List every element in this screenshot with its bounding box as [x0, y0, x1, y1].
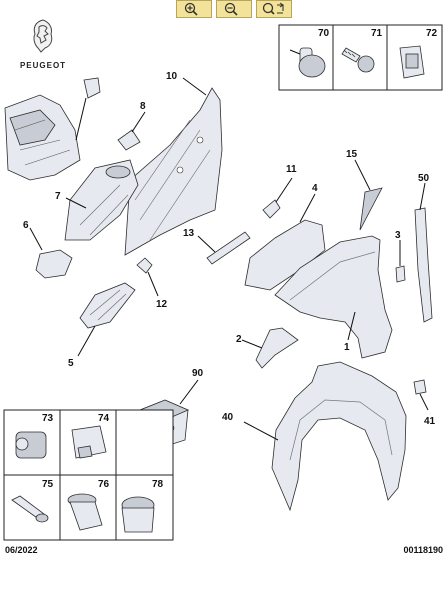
callout-41: 41: [424, 416, 436, 427]
label-71: 71: [371, 28, 383, 39]
part-73-clip: [15, 431, 47, 459]
part-40-wheel-liner: 40: [222, 361, 407, 512]
part-74-clip: [71, 425, 107, 459]
callout-12: 12: [156, 299, 168, 310]
part-6-bracket: 6: [23, 220, 73, 279]
callout-10: 10: [166, 71, 178, 82]
zoom-toolbar: [176, 0, 304, 18]
lion-emblem-icon: [33, 19, 53, 53]
label-72: 72: [426, 28, 438, 39]
label-76: 76: [98, 479, 110, 490]
part-15-trim: 15: [346, 149, 383, 231]
callout-13: 13: [183, 228, 195, 239]
footer-date: 06/2022: [5, 545, 38, 555]
brand-name: PEUGEOT: [19, 61, 67, 70]
zoom-out-button[interactable]: [216, 0, 252, 18]
callout-6: 6: [23, 220, 29, 231]
part-5-reinforcement: 5: [68, 282, 136, 369]
part-70-screw: [289, 47, 326, 78]
part-2-support: 2: [236, 327, 299, 369]
zoom-fit-button[interactable]: [256, 0, 292, 18]
callout-15: 15: [346, 149, 358, 160]
part-11-clip: 11: [262, 164, 297, 219]
callout-5: 5: [68, 358, 74, 369]
brand-logo: PEUGEOT: [10, 18, 76, 70]
callout-4: 4: [312, 183, 318, 194]
part-body-structure: [4, 94, 81, 181]
label-74: 74: [98, 413, 110, 424]
part-7-tower: 7: [55, 159, 139, 241]
label-70: 70: [318, 28, 330, 39]
part-10-inner-panel: 10: [124, 71, 223, 256]
zoom-out-icon: [224, 2, 238, 16]
label-78: 78: [152, 479, 164, 490]
part-41-clip: 41: [413, 379, 436, 427]
fastener-box-top: 70 71 72: [278, 24, 443, 91]
callout-11: 11: [286, 164, 297, 175]
part-50-strip: 50: [414, 173, 433, 323]
callout-50: 50: [418, 173, 430, 184]
callout-7: 7: [55, 191, 61, 202]
zoom-fit-icon: [262, 2, 284, 15]
callout-1: 1: [344, 342, 350, 353]
part-1-fender: 1: [274, 235, 393, 359]
part-76-plug: [67, 493, 103, 531]
part-4-liner: 4: [244, 183, 326, 291]
callout-40: 40: [222, 412, 234, 423]
part-71-screw: [341, 47, 375, 73]
part-12-clip: 12: [136, 257, 168, 310]
zoom-in-icon: [184, 2, 198, 16]
part-75-rivet: [11, 495, 49, 523]
label-73: 73: [42, 413, 54, 424]
part-78-grommet: [121, 496, 155, 533]
zoom-in-button[interactable]: [176, 0, 212, 18]
callout-90: 90: [192, 368, 204, 379]
part-small-bracket-top: [75, 77, 101, 141]
callout-3: 3: [395, 230, 401, 241]
part-8-mount: 8: [117, 101, 146, 151]
part-13-rail: 13: [183, 228, 251, 265]
footer-reference: 00118190: [403, 545, 443, 555]
part-72-clip: [399, 45, 425, 79]
callout-8: 8: [140, 101, 146, 112]
fastener-box-bottom: 73 74 75 76 78: [3, 409, 174, 541]
label-75: 75: [42, 479, 54, 490]
callout-2: 2: [236, 334, 242, 345]
part-3-clip: 3: [395, 230, 406, 283]
